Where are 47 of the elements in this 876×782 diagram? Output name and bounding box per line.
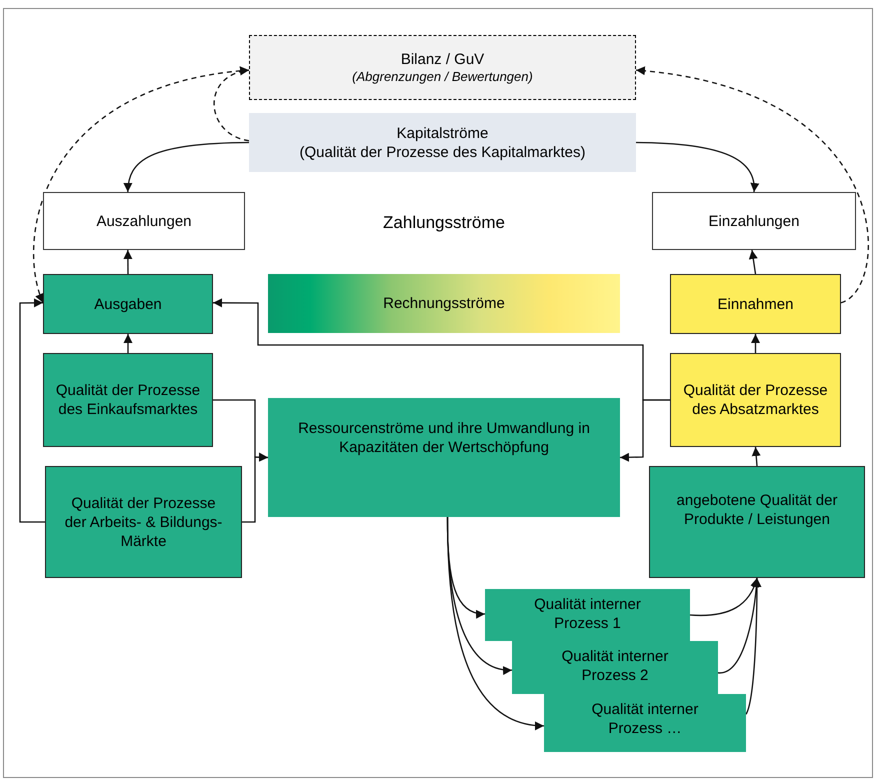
node-title: Qualität der Prozesse des Absatzmarktes bbox=[682, 381, 829, 419]
arrow bbox=[19, 298, 45, 523]
process-box bbox=[649, 466, 865, 578]
node-subtitle: (Abgrenzungen / Bewertungen) bbox=[352, 69, 533, 85]
process-box bbox=[45, 466, 242, 578]
arrow bbox=[636, 142, 758, 192]
arrow bbox=[124, 142, 250, 192]
node-title: angebotene Qualität der Produkte / Leistungen bbox=[676, 491, 838, 529]
process-box bbox=[670, 274, 841, 334]
node-title: Qualität der Prozesse der Arbeits- & Bildungs-Märkte bbox=[64, 494, 224, 550]
process-box bbox=[43, 192, 245, 250]
node-title: Auszahlungen bbox=[96, 212, 192, 230]
node-title: Ausgaben bbox=[94, 294, 162, 314]
node-title: Einzahlungen bbox=[708, 212, 800, 230]
arrow bbox=[748, 250, 758, 274]
node-subtitle: (Qualität der Prozesse des Kapitalmarktes) bbox=[300, 142, 586, 162]
arrow bbox=[752, 446, 761, 466]
dashed-box bbox=[249, 35, 636, 100]
node-title: Qualität interner Prozess 2 bbox=[560, 647, 670, 685]
process-box bbox=[268, 398, 620, 517]
process-box bbox=[652, 192, 856, 250]
arrow bbox=[446, 516, 544, 730]
arrow bbox=[124, 334, 132, 353]
node-title: Bilanz / GuV bbox=[400, 50, 484, 69]
node-title: Kapitalströme bbox=[396, 124, 488, 142]
process-box bbox=[249, 113, 636, 172]
arrow bbox=[690, 578, 759, 616]
arrow bbox=[620, 399, 670, 462]
node-title: Qualität interner Prozess 1 bbox=[533, 595, 642, 633]
dashed-arrow bbox=[636, 66, 869, 304]
node-title: Einnahmen bbox=[718, 294, 794, 314]
arrow bbox=[751, 334, 760, 353]
arrow bbox=[745, 578, 762, 715]
node-title: Rechnungsströme bbox=[383, 294, 505, 313]
process-box bbox=[544, 694, 746, 752]
process-box bbox=[43, 274, 213, 334]
gradient-bar bbox=[268, 274, 620, 333]
arrow bbox=[123, 250, 132, 274]
process-box bbox=[485, 589, 690, 641]
node-title: Qualität interner Prozess … bbox=[590, 700, 700, 738]
process-box bbox=[43, 353, 213, 447]
node-title: Ressourcenströme und ihre Umwandlung in Kapazitäten der Wertschöpfung bbox=[297, 418, 591, 456]
arrow bbox=[242, 452, 268, 523]
section-label: Zahlungsströme bbox=[382, 212, 506, 234]
dashed-arrow bbox=[214, 68, 250, 142]
process-box bbox=[670, 353, 841, 447]
node-title: Qualität der Prozesse des Einkaufsmarktes bbox=[54, 381, 202, 419]
